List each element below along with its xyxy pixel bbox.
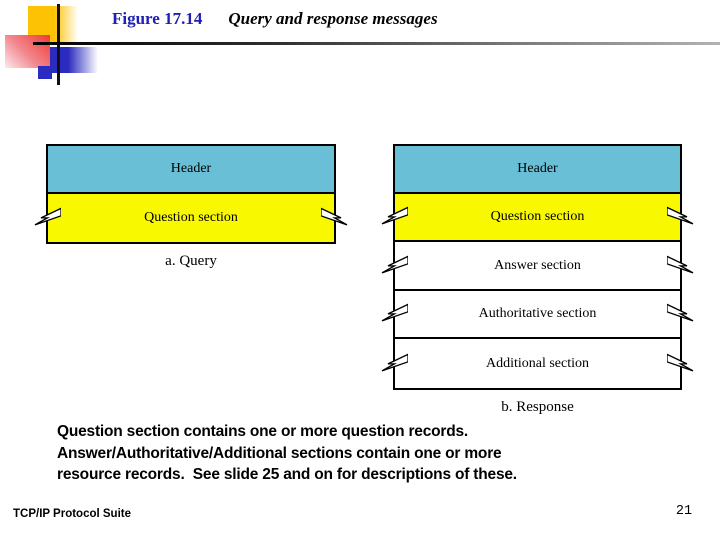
- section-label: Question section: [144, 210, 238, 225]
- figure-label: Figure 17.14: [112, 9, 203, 28]
- torn-edge-right-icon: [667, 303, 694, 322]
- slide-logo: [0, 0, 110, 95]
- section-label: Header: [517, 161, 558, 176]
- title-divider-rule: [33, 42, 720, 45]
- section-additional-section: Additional section: [381, 339, 694, 388]
- note-line: resource records. See slide 25 and on fo…: [57, 466, 517, 483]
- logo-blue-foot: [38, 66, 52, 79]
- note-line: Question section contains one or more qu…: [57, 423, 469, 440]
- section-label: Authoritative section: [478, 306, 597, 321]
- logo-red-square: [5, 35, 50, 68]
- note-text: Question section contains one or more qu…: [57, 421, 517, 486]
- section-header: Header: [395, 146, 680, 194]
- slide-title: Figure 17.14 Query and response messages: [112, 9, 438, 29]
- torn-edge-right-icon: [667, 206, 694, 225]
- torn-edge-right-icon: [667, 353, 694, 371]
- torn-edge-left-icon: [381, 353, 408, 371]
- note-line: Answer/Authoritative/Additional sections…: [57, 444, 502, 462]
- torn-edge-right-icon: [321, 207, 348, 226]
- section-label: Additional section: [485, 355, 590, 371]
- torn-edge-right-icon: [667, 255, 694, 273]
- torn-edge-left-icon: [34, 207, 61, 226]
- section-header: Header: [48, 146, 334, 194]
- page-number: 21: [675, 504, 693, 519]
- caption-response: b. Response: [501, 399, 574, 415]
- section-label: Question section: [490, 209, 585, 224]
- section-question-section: Question section: [381, 194, 694, 242]
- section-label: Answer section: [494, 257, 581, 273]
- figure-title: Query and response messages: [228, 9, 438, 28]
- footer-title: TCP/IP Protocol Suite: [13, 508, 131, 520]
- torn-edge-left-icon: [381, 255, 408, 273]
- torn-edge-left-icon: [381, 206, 408, 225]
- torn-edge-left-icon: [381, 303, 408, 322]
- section-answer-section: Answer section: [381, 242, 694, 291]
- section-question-section: Question section: [34, 194, 348, 242]
- section-label: Header: [170, 161, 212, 176]
- section-authoritative-section: Authoritative section: [381, 291, 694, 339]
- caption-query: a. Query: [165, 253, 217, 269]
